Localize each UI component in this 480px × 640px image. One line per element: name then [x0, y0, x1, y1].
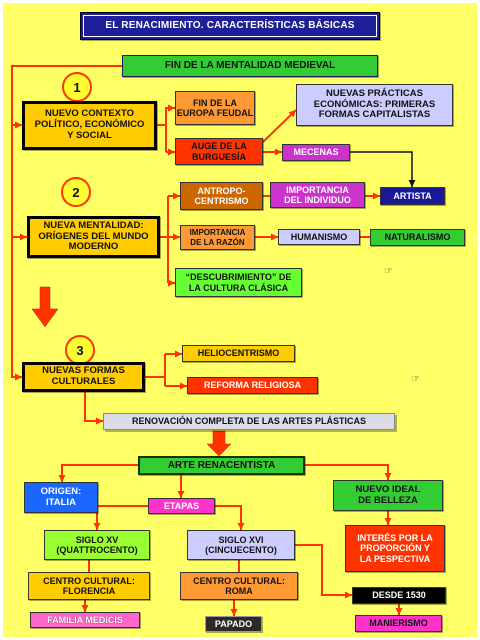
node-fin-mentalidad-medieval: FIN DE LA MENTALIDAD MEDIEVAL: [122, 55, 378, 77]
connector-line: [305, 464, 392, 480]
node-nuevo-ideal: NUEVO IDEAL DE BELLEZA: [333, 480, 443, 511]
connector-line: [262, 109, 297, 143]
node-desde-1530: DESDE 1530: [352, 587, 446, 604]
node-descubrimiento: “DESCUBRIMIENTO” DE LA CULTURA CLÁSICA: [175, 268, 302, 297]
connector-line: [11, 65, 122, 381]
connector-line: [84, 392, 103, 425]
node-centro-florencia: CENTRO CULTURAL: FLORENCIA: [28, 572, 150, 600]
node-interes-proporcion: INTERÉS POR LA PROPORCIÓN Y LA PESPECTIV…: [345, 525, 445, 572]
node-nuevas-formas: NUEVAS FORMAS CULTURALES: [22, 362, 145, 392]
connector-line: [58, 464, 138, 482]
connector-line: [350, 151, 416, 187]
node-artista: ARTISTA: [380, 187, 445, 205]
node-auge-burguesia: AUGE DE LA BURGUESÍA: [175, 138, 263, 165]
connector-line: [93, 505, 148, 530]
node-heliocentrismo: HELIOCENTRISMO: [182, 345, 295, 362]
pointing-hand-icon: [411, 374, 423, 386]
node-etapas: ETAPAS: [148, 498, 215, 514]
node-arte-renacentista: ARTE RENACENTISTA: [138, 456, 305, 475]
step-marker-3: 3: [65, 335, 95, 365]
node-renovacion: RENOVACIÓN COMPLETA DE LAS ARTES PLÁSTIC…: [103, 413, 395, 430]
node-importancia-individuo: IMPORTANCIA DEL INDIVIDUO: [270, 182, 365, 208]
step-marker-2: 2: [61, 177, 91, 207]
node-manierismo: MANIERISMO: [355, 615, 442, 632]
down-arrow-icon: [206, 430, 232, 457]
node-nueva-mentalidad: NUEVA MENTALIDAD: ORÍGENES DEL MUNDO MOD…: [27, 216, 160, 258]
node-siglo-xv: SIGLO XV (QUATTROCENTO): [44, 530, 150, 560]
node-importancia-razon: IMPORTANCIA DE LA RAZÓN: [180, 225, 255, 250]
node-nuevo-contexto: NUEVO CONTEXTO POLÍTICO, ECONÓMICO Y SOC…: [22, 101, 157, 150]
node-nuevas-practicas: NUEVAS PRÁCTICAS ECONÓMICAS: PRIMERAS FO…: [296, 84, 453, 126]
node-fin-europa-feudal: FIN DE LA EUROPA FEUDAL: [175, 91, 255, 125]
node-siglo-xvi: SIGLO XVI (CINCUECENTO): [187, 530, 295, 560]
node-origen: ORIGEN: ITALIA: [24, 482, 98, 513]
diagram-title: EL RENACIMIENTO. CARACTERÍSTICAS BÁSICAS: [80, 12, 380, 40]
node-centro-roma: CENTRO CULTURAL: ROMA: [180, 572, 298, 600]
node-mecenas: MECENAS: [282, 144, 350, 161]
connector-line: [215, 505, 245, 530]
node-antropocentrismo: ANTROPO- CENTRISMO: [180, 182, 263, 210]
node-familia-medicis: FAMILIA MEDICIS: [30, 612, 140, 628]
node-naturalismo: NATURALISMO: [370, 229, 465, 246]
step-marker-1: 1: [62, 72, 92, 102]
node-papado: PAPADO: [205, 616, 262, 632]
node-reforma-religiosa: REFORMA RELIGIOSA: [187, 377, 318, 394]
down-arrow-icon: [31, 286, 59, 328]
pointing-hand-icon: [384, 266, 396, 278]
node-humanismo: HUMANISMO: [278, 229, 360, 245]
connector-line: [295, 544, 352, 599]
